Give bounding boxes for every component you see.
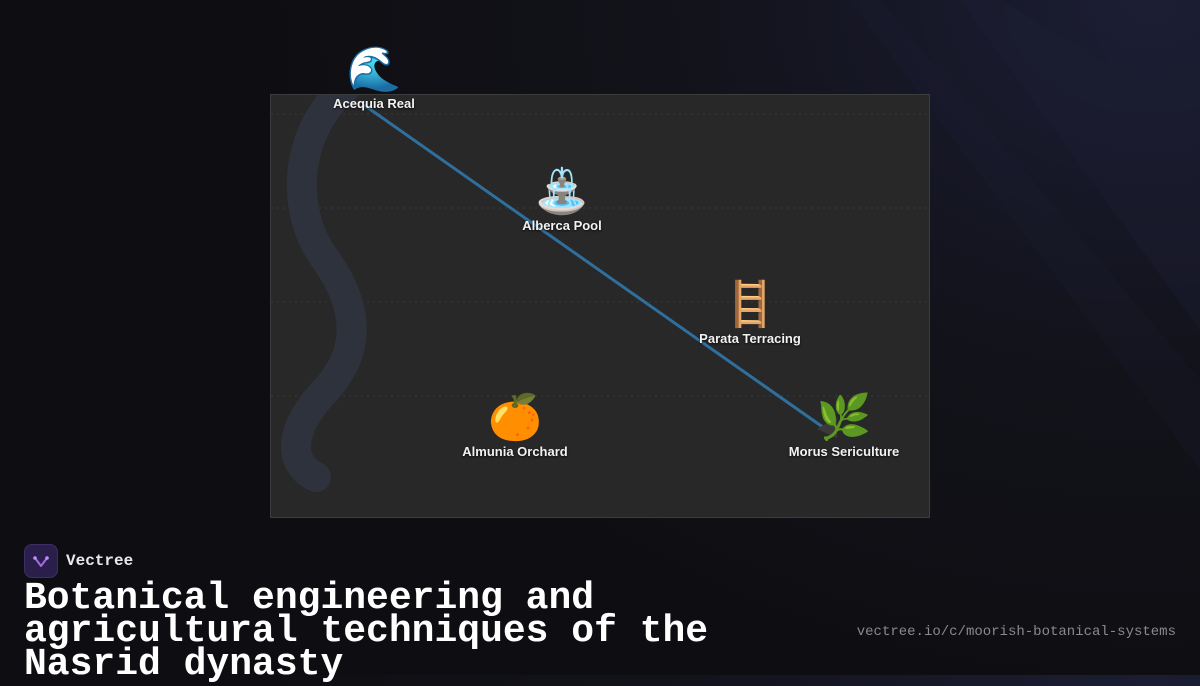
- diagram-svg: [271, 95, 929, 492]
- orange-icon: 🍊: [487, 392, 543, 443]
- page-title: Botanical engineering and agricultural t…: [24, 577, 709, 686]
- water-channel-shape: [281, 95, 367, 492]
- vectree-logo-icon: [24, 544, 58, 578]
- node-alberca-pool[interactable]: ⛲ Alberca Pool: [522, 166, 602, 234]
- wave-icon: 🌊: [346, 44, 402, 95]
- node-label: Acequia Real: [333, 96, 415, 111]
- node-label: Alberca Pool: [522, 218, 602, 233]
- node-morus-sericulture[interactable]: 🌿 Morus Sericulture: [788, 392, 900, 460]
- node-parata-terracing[interactable]: 🪜 Parata Terracing: [699, 279, 801, 347]
- node-label: Morus Sericulture: [788, 444, 900, 459]
- diagram-canvas: [270, 94, 930, 518]
- herb-icon: 🌿: [816, 392, 872, 443]
- brand[interactable]: Vectree: [24, 544, 133, 578]
- fountain-icon: ⛲: [534, 166, 590, 217]
- brand-name: Vectree: [66, 552, 134, 570]
- node-acequia-real[interactable]: 🌊 Acequia Real: [333, 44, 415, 112]
- connector-line: [363, 103, 828, 432]
- node-label: Parata Terracing: [699, 331, 801, 346]
- connector-arrowhead: [817, 417, 837, 438]
- node-almunia-orchard[interactable]: 🍊 Almunia Orchard: [462, 392, 568, 460]
- node-label: Almunia Orchard: [462, 444, 568, 459]
- source-url[interactable]: vectree.io/c/moorish-botanical-systems: [856, 624, 1176, 640]
- ladder-icon: 🪜: [722, 279, 778, 330]
